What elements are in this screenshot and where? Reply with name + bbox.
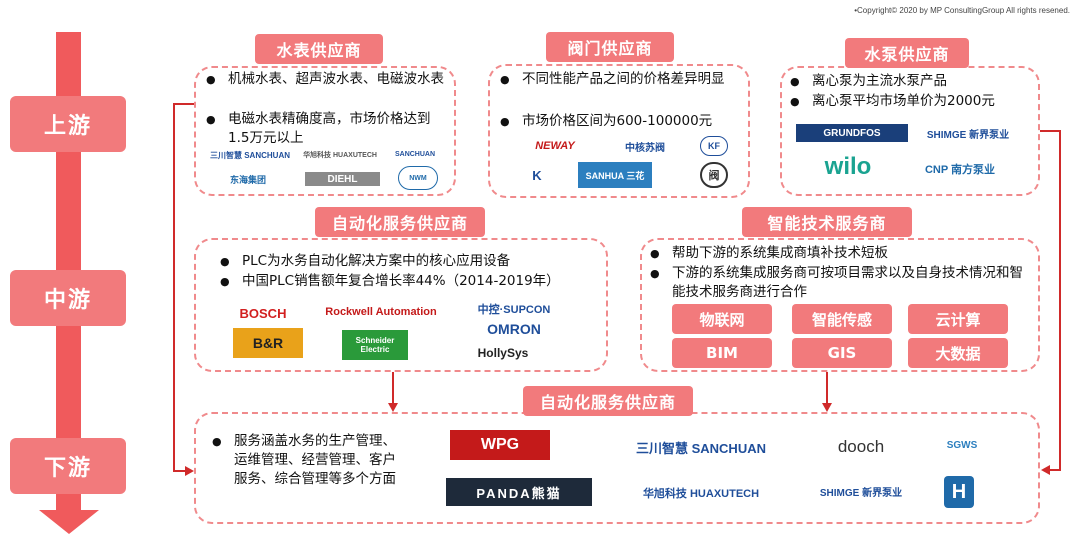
- logo-wpg: WPG: [450, 430, 550, 460]
- smart-tech-title: 智能技术服务商: [742, 207, 912, 237]
- logo-hollysys: HollySys: [477, 346, 529, 360]
- meter-supplier-title: 水表供应商: [255, 34, 383, 64]
- logo-k: K: [532, 167, 542, 183]
- logo-bosch: BOSCH: [239, 305, 287, 321]
- logo-nwm: NWM: [398, 166, 438, 190]
- mid-left-connector: [392, 372, 394, 404]
- automation-supplier-title: 自动化服务供应商: [315, 207, 485, 237]
- right-connector-vertical: [1059, 130, 1061, 470]
- pump-supplier-title: 水泵供应商: [845, 38, 969, 68]
- logo-rockwell: Rockwell Automation: [325, 305, 437, 318]
- mid-left-arrowhead: [388, 403, 398, 412]
- logo-supcon: 中控·SUPCON: [477, 304, 551, 316]
- stage-downstream: 下游: [10, 438, 126, 494]
- logo-sanchuan-downstream: 三川智慧 SANCHUAN: [635, 440, 766, 456]
- valve-bullet-range: 市场价格区间为600-100000元: [500, 112, 744, 131]
- logo-neway: NEWAY: [535, 140, 575, 152]
- logo-diehl: DIEHL: [305, 172, 380, 186]
- tag-cloud: 云计算: [908, 304, 1008, 334]
- smart-bullet-cooperate: 下游的系统集成服务商可按项目需求以及自身技术情况和智能技术服务商进行合作: [650, 264, 1034, 302]
- logo-kf: KF: [700, 136, 728, 156]
- left-connector-bottom: [173, 470, 185, 472]
- downstream-title: 自动化服务供应商: [523, 386, 693, 416]
- stage-midstream: 中游: [10, 270, 126, 326]
- logo-huaxu-downstream: 华旭科技 HUAXUTECH: [642, 488, 760, 500]
- smart-bullet-help: 帮助下游的系统集成商填补技术短板: [650, 244, 1034, 263]
- logo-sanhua: SANHUA 三花: [578, 162, 652, 188]
- automation-bullet-plc: PLC为水务自动化解决方案中的核心应用设备: [220, 252, 602, 271]
- mid-right-arrowhead: [822, 403, 832, 412]
- logo-sanchuan: 三川智慧 SANCHUAN: [210, 150, 290, 160]
- meter-bullet-price: 电磁水表精确度高，市场价格达到1.5万元以上: [206, 110, 450, 148]
- left-connector-vertical: [173, 103, 175, 471]
- logo-valve-emblem: 阀: [700, 162, 728, 188]
- left-connector-top: [173, 103, 194, 105]
- logo-sanchuan-small: SANCHUAN: [394, 150, 436, 158]
- valve-supplier-title: 阀门供应商: [546, 32, 674, 62]
- logo-br: B&R: [233, 328, 303, 358]
- copyright-notice: •Copyright© 2020 by MP ConsultingGroup A…: [854, 6, 1070, 15]
- logo-shimge: SHIMGE 新界泵业: [926, 129, 1010, 141]
- logo-zhonghe: 中核苏阀: [625, 142, 665, 154]
- tag-smart-sensing: 智能传感: [792, 304, 892, 334]
- right-connector-arrowhead: [1041, 465, 1050, 475]
- logo-panda: PANDA熊猫: [446, 478, 592, 506]
- flow-arrow-head: [39, 510, 99, 534]
- logo-wilo: wilo: [824, 153, 872, 180]
- right-connector-top: [1040, 130, 1060, 132]
- logo-dooch: dooch: [837, 437, 885, 456]
- logo-h: H: [944, 476, 974, 508]
- logo-omron: OMRON: [487, 321, 541, 337]
- valve-bullet-diff: 不同性能产品之间的价格差异明显: [500, 70, 744, 89]
- logo-schneider: Schneider Electric: [342, 330, 408, 360]
- tag-iot: 物联网: [672, 304, 772, 334]
- meter-bullet-types: 机械水表、超声波水表、电磁波水表: [206, 70, 450, 89]
- logo-donghai: 东海集团: [229, 174, 266, 185]
- right-connector-bottom: [1050, 469, 1061, 471]
- logo-shimge-downstream: SHIMGE 新界泵业: [819, 487, 903, 499]
- left-connector-arrowhead: [185, 466, 194, 476]
- pump-bullet-price: 离心泵平均市场单价为2000元: [790, 92, 1034, 111]
- tag-big-data: 大数据: [908, 338, 1008, 368]
- logo-grundfos: GRUNDFOS: [796, 124, 908, 142]
- tag-bim: BIM: [672, 338, 772, 368]
- logo-huaxu: 华旭科技 HUAXUTECH: [303, 152, 377, 159]
- pump-bullet-centrifugal: 离心泵为主流水泵产品: [790, 72, 1034, 91]
- downstream-bullet-services: 服务涵盖水务的生产管理、运维管理、经营管理、客户服务、综合管理等多个方面: [212, 432, 404, 489]
- logo-sgws: SGWS: [946, 439, 978, 451]
- tag-gis: GIS: [792, 338, 892, 368]
- automation-bullet-growth: 中国PLC销售额年复合增长率44%（2014-2019年）: [220, 272, 602, 291]
- mid-right-connector: [826, 372, 828, 404]
- stage-upstream: 上游: [10, 96, 126, 152]
- logo-cnp: CNP 南方泵业: [924, 164, 996, 176]
